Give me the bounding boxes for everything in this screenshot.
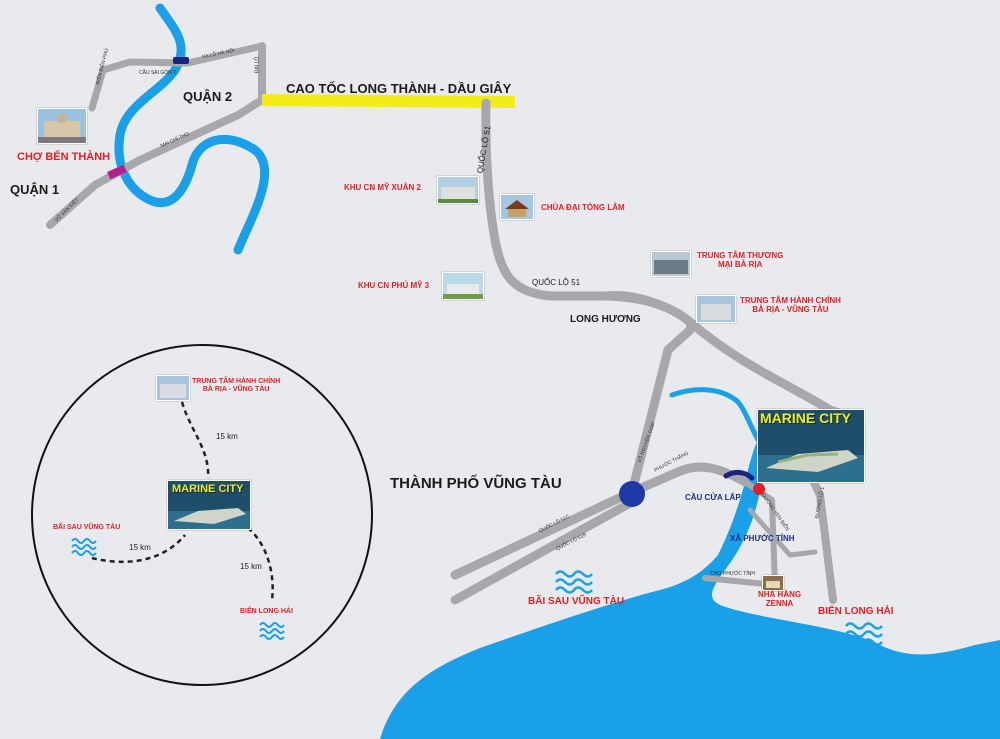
label-tt-thuong-mai: TRUNG TÂM THƯƠNG MẠI BÀ RỊA	[697, 251, 783, 269]
inset-distance-1: 15 km	[216, 432, 238, 441]
label-cau-cua-lap: CẦU CỬA LẤP	[685, 493, 741, 502]
label-ql51-horizontal: QUỐC LỘ 51	[532, 278, 581, 287]
wave-icon	[259, 622, 285, 640]
inset-label-bai-sau: BÃI SAU VŨNG TÀU	[53, 524, 121, 531]
wave-icon	[845, 622, 883, 646]
bridge-saigon-2	[173, 57, 189, 64]
wave-icon	[71, 538, 97, 556]
inset-dashed-routes	[91, 401, 274, 601]
inset-distance-2: 15 km	[129, 543, 151, 552]
label-cho-ben-thanh: CHỢ BẾN THÀNH	[17, 151, 111, 163]
photo-thumbnail-dai-tong-lam	[500, 194, 534, 220]
label-bai-sau: BÃI SAU VŨNG TÀU	[528, 596, 625, 607]
photo-thumbnail-tt-thuong-mai	[651, 251, 691, 277]
label-tt-hanh-chinh: TRUNG TÂM HÀNH CHÍNH BÀ RỊA - VŨNG TÀU	[740, 296, 841, 314]
label-nha-hang-line-1: NHÀ HÀNG	[758, 590, 802, 599]
label-phu-my: KHU CN PHÚ MỸ 3	[358, 281, 430, 290]
label-highway: CAO TỐC LONG THÀNH - DẦU GIÂY	[286, 81, 512, 96]
label-xa-phuoc-tinh: XÃ PHƯỚC TỈNH	[730, 534, 795, 543]
label-bien-long-hai: BIỂN LONG HẢI	[818, 606, 894, 617]
main-roads	[450, 98, 865, 605]
label-quan-2: QUẬN 2	[183, 89, 233, 104]
inset-label-tt-hanh-chinh-line-1: TRUNG TÂM HÀNH CHÍNH	[192, 378, 281, 385]
label-thanh-pho-vung-tau: THÀNH PHỐ VŨNG TÀU	[390, 475, 562, 492]
inset-marine-city-image	[167, 480, 251, 530]
inset-distance-3: 15 km	[240, 562, 262, 571]
label-long-huong: LONG HƯƠNG	[570, 314, 641, 325]
river-inland	[669, 387, 761, 443]
sea	[380, 440, 1000, 739]
bridge-cua-lap	[723, 469, 755, 481]
label-my-xuan: KHU CN MỸ XUÂN 2	[344, 183, 421, 192]
marker-dot-icon	[753, 483, 765, 495]
highway-road	[261, 94, 516, 108]
label-tt-thuong-mai-line-2: MẠI BÀ RỊA	[717, 260, 763, 270]
bridge-purple	[107, 164, 127, 180]
inset-marine-city-label: MARINE CITY	[172, 483, 244, 495]
inset-label-bien-long-hai: BIỂN LONG HẢI	[240, 608, 293, 615]
street-dai-lo: ĐẠI LỘ	[254, 56, 261, 74]
label-nha-hang-zenna: NHÀ HÀNG ZENNA	[758, 590, 801, 608]
label-tt-thuong-mai-line-1: TRUNG TÂM THƯƠNG	[697, 251, 784, 260]
label-tt-hanh-chinh-line-1: TRUNG TÂM HÀNH CHÍNH	[740, 296, 841, 305]
photo-thumbnail-inset-tt-hanh-chinh	[156, 375, 190, 401]
marine-city-image	[757, 409, 865, 483]
photo-thumbnail-tt-hanh-chinh	[696, 295, 736, 323]
photo-thumbnail-cho-ben-thanh	[37, 108, 87, 144]
inset-label-tt-hanh-chinh: TRUNG TÂM HÀNH CHÍNH BÀ RỊA - VŨNG TÀU	[192, 378, 280, 394]
roundabout-icon	[619, 481, 645, 507]
street-cau-sai-gon-2: CẦU SÀI GÒN 2	[139, 70, 176, 76]
inset-label-tt-hanh-chinh-line-2: BÀ RỊA - VŨNG TÀU	[202, 386, 270, 394]
label-nha-hang-line-2: ZENNA	[765, 599, 794, 609]
wave-icon	[555, 570, 593, 594]
photo-thumbnail-zenna	[762, 575, 784, 591]
label-small-road: CHỢ PHƯỚC TỈNH	[710, 571, 755, 577]
label-quan-1: QUẬN 1	[10, 182, 60, 197]
label-tt-hanh-chinh-line-2: BÀ RỊA - VŨNG TÀU	[752, 305, 829, 315]
photo-thumbnail-phu-my	[442, 272, 484, 300]
photo-thumbnail-my-xuan	[437, 176, 479, 204]
marine-city-label: MARINE CITY	[760, 410, 851, 426]
label-dai-tong-lam: CHÙA ĐẠI TÒNG LÂM	[541, 203, 625, 212]
saigon-river	[114, 3, 270, 255]
